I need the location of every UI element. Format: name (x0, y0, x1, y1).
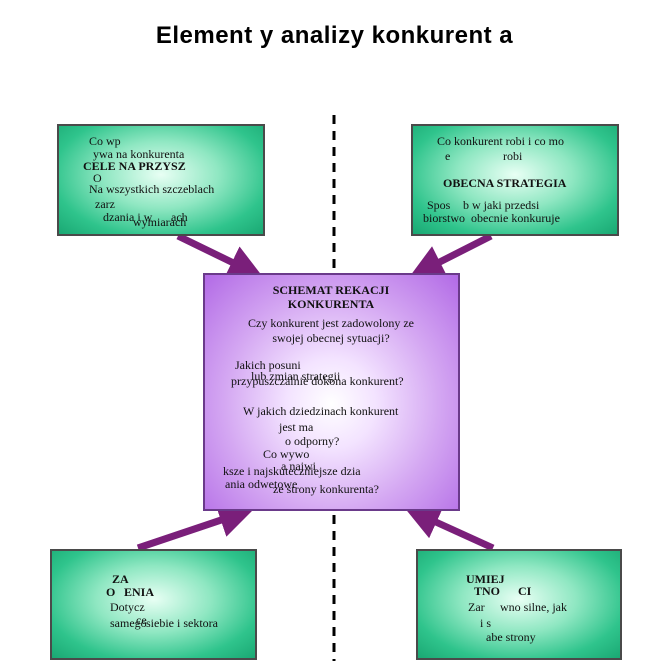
assumptions-heading-end: ENIA (124, 585, 155, 599)
capabilities-line1: Zar (468, 600, 485, 614)
capabilities-heading: UMIEJ (466, 572, 505, 586)
response-profile-box: SCHEMAT REKACJI KONKURENTA Czy konkurent… (203, 273, 460, 511)
current-strategy-line5: b w jaki przedsi (463, 198, 540, 212)
question-retaliation-mid: ksze i najskuteczniejsze dzia (223, 464, 361, 478)
capabilities-heading-mid: TNO (474, 584, 501, 598)
current-strategy-heading: OBECNA STRATEGIA (443, 176, 567, 190)
future-goals-line7: wymiarach (133, 215, 187, 229)
capabilities-line3: i s (480, 616, 492, 630)
future-goals-box: Co wp ywa na konkurenta CELE NA PRZYSZ O… (57, 124, 265, 236)
question-moves: Jakich posuni (235, 358, 301, 372)
question-vulnerability-cont: jest ma (279, 420, 314, 434)
assumptions-line2: ce (136, 613, 147, 627)
future-goals-line6: ach (171, 210, 188, 224)
arrow-top-right (408, 232, 493, 278)
current-strategy-line4: Spos (427, 198, 451, 212)
question-satisfaction: Czy konkurent jest zadowolony ze (248, 316, 414, 330)
assumptions-line3: samego (110, 616, 147, 630)
question-moves-end: przypuszczalnie dokona konkurent? (231, 374, 404, 388)
current-strategy-line1: Co konkurent robi i co mo (437, 134, 564, 148)
question-retaliation-mid2: ania odwetowe (225, 477, 298, 491)
assumptions-heading: ZA (112, 572, 129, 586)
response-profile-heading: SCHEMAT REKACJI (272, 283, 390, 297)
current-strategy-line6: biorstwo (423, 211, 465, 225)
assumptions-heading-mid: O (106, 585, 116, 599)
question-retaliation: Co wywo (263, 447, 310, 461)
capabilities-line4: abe strony (486, 630, 536, 644)
question-satisfaction-cont: swojej obecnej sytuacji? (272, 331, 390, 345)
question-retaliation-cont: a najwi (281, 459, 316, 473)
future-goals-line5: dzania i w (103, 210, 153, 224)
response-profile-heading-cont: KONKURENTA (287, 297, 375, 311)
question-vulnerability-end: o odporny? (285, 434, 340, 448)
question-moves-cont: lub zmian strategii (251, 369, 341, 383)
arrow-top-left (176, 232, 264, 278)
capabilities-line2: wno silne, jak (500, 600, 567, 614)
current-strategy-line7: obecnie konkuruje (471, 211, 560, 225)
current-strategy-box: Co konkurent robi i co mo e robi OBECNA … (411, 124, 619, 236)
future-goals-line1: Co wp (89, 134, 121, 148)
future-goals-heading: CELE NA PRZYSZ (83, 159, 186, 173)
current-strategy-line2: e (445, 149, 451, 163)
arrow-bottom-left (136, 503, 254, 552)
future-goals-heading-cont: O (93, 171, 102, 185)
question-retaliation-end: ze strony konkurenta? (273, 482, 379, 496)
arrow-bottom-right (404, 506, 495, 552)
future-goals-line2: ywa na konkurenta (93, 147, 185, 161)
question-vulnerability: W jakich dziedzinach konkurent (243, 404, 399, 418)
current-strategy-line3: robi (503, 149, 523, 163)
page-title: Element y analizy konkurent a (155, 22, 514, 49)
capabilities-heading-end: CI (518, 584, 532, 598)
future-goals-line3: Na wszystkich szczeblach (89, 182, 215, 196)
capabilities-box: UMIEJ TNO CI Zar wno silne, jak i s abe … (416, 549, 622, 660)
assumptions-box: ZA O ENIA Dotycz ce samego siebie i sekt… (50, 549, 257, 660)
assumptions-line1: Dotycz (110, 600, 145, 614)
future-goals-line4: zarz (95, 197, 115, 211)
assumptions-line4: siebie i sektora (146, 616, 218, 630)
